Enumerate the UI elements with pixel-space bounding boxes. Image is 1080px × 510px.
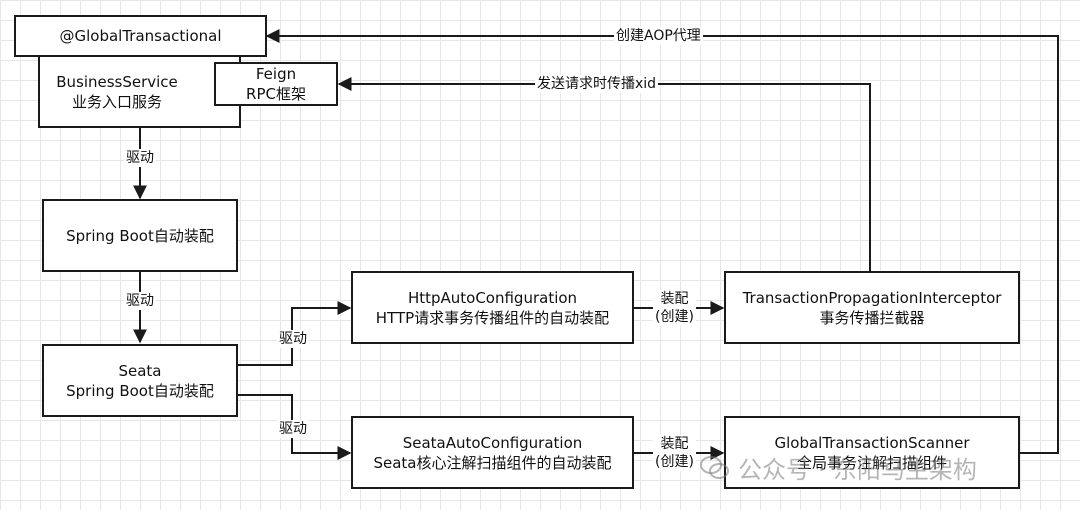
business-service-subtitle: 业务入口服务 xyxy=(71,92,162,111)
seata-title: Seata xyxy=(118,361,162,380)
label-assemble-http-line1: 装配 xyxy=(660,291,689,307)
label-assemble-http: 装配 (创建) xyxy=(653,290,696,326)
arrow-interceptor-to-feign xyxy=(337,77,871,271)
seata-auto-config-title: SeataAutoConfiguration xyxy=(402,433,583,452)
seata-auto-config-subtitle: Seata核心注解扫描组件的自动装配 xyxy=(373,453,612,472)
tx-propagation-interceptor-box: TransactionPropagationInterceptor 事务传播拦截… xyxy=(724,271,1020,344)
label-drive-1: 驱动 xyxy=(124,149,156,167)
feign-title: Feign xyxy=(255,65,297,83)
label-drive-3: 驱动 xyxy=(277,330,309,348)
business-service-title: BusinessService xyxy=(56,72,178,91)
tx-interceptor-subtitle: 事务传播拦截器 xyxy=(819,308,925,327)
watermark-text: 公众号 · 东阳马生架构 xyxy=(738,456,977,484)
global-transactional-label: @GlobalTransactional xyxy=(59,27,222,45)
label-drive-4: 驱动 xyxy=(277,420,309,438)
seata-auto-config-box: SeataAutoConfiguration Seata核心注解扫描组件的自动装… xyxy=(351,416,634,489)
business-service-box: BusinessService 业务入口服务 xyxy=(38,55,241,128)
label-assemble-seata-line1: 装配 xyxy=(660,436,689,452)
seata-springboot-box: Seata Spring Boot自动装配 xyxy=(42,344,238,417)
label-create-aop-proxy: 创建AOP代理 xyxy=(614,27,703,45)
label-send-xid: 发送请求时传播xid xyxy=(535,75,659,93)
spring-boot-autoconfig-label: Spring Boot自动装配 xyxy=(66,226,214,245)
label-assemble-http-line2: (创建) xyxy=(655,309,694,325)
global-transactional-box: @GlobalTransactional xyxy=(14,15,267,57)
tx-interceptor-title: TransactionPropagationInterceptor xyxy=(742,288,1002,307)
wechat-icon xyxy=(700,455,729,479)
http-auto-config-subtitle: HTTP请求事务传播组件的自动装配 xyxy=(375,308,610,327)
label-assemble-seata-line2: (创建) xyxy=(655,454,694,470)
seata-subtitle: Spring Boot自动装配 xyxy=(66,381,214,400)
global-tx-scanner-box: GlobalTransactionScanner 全局事务注解扫描组件 xyxy=(724,416,1020,489)
feign-subtitle: RPC框架 xyxy=(246,85,306,103)
feign-box: Feign RPC框架 xyxy=(214,62,338,106)
spring-boot-autoconfig-box: Spring Boot自动装配 xyxy=(42,199,238,272)
tx-scanner-title: GlobalTransactionScanner xyxy=(774,433,970,452)
label-drive-2: 驱动 xyxy=(124,292,156,310)
label-assemble-seata: 装配 (创建) xyxy=(653,435,696,471)
arrow-scanner-to-global-tx xyxy=(265,29,1059,454)
http-auto-config-title: HttpAutoConfiguration xyxy=(407,288,578,307)
watermark: 公众号 · 东阳马生架构 xyxy=(700,450,977,485)
http-auto-config-box: HttpAutoConfiguration HTTP请求事务传播组件的自动装配 xyxy=(351,271,634,344)
tx-scanner-subtitle: 全局事务注解扫描组件 xyxy=(796,453,947,472)
